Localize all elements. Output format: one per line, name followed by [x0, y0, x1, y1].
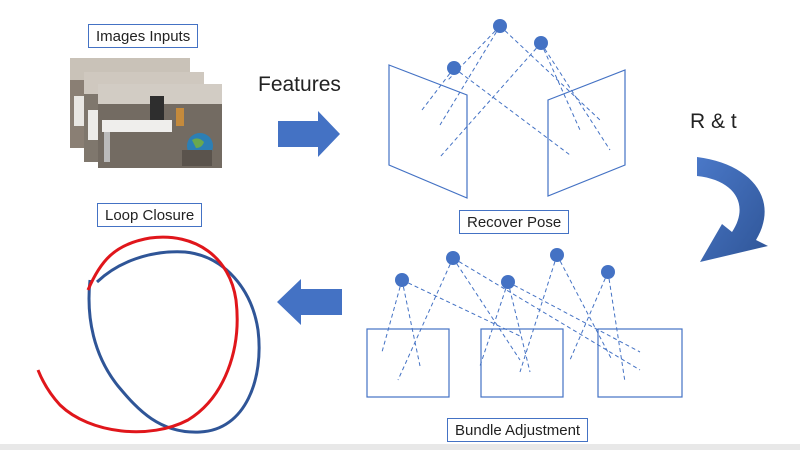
pose-point-2 [534, 36, 548, 50]
curved-arrow-r-and-t [697, 157, 768, 262]
features-label: Features [258, 73, 341, 96]
trajectory-blue [87, 250, 261, 434]
pose-point-1 [493, 19, 507, 33]
ba-point-4 [550, 248, 564, 262]
camera-plane-right [547, 69, 626, 197]
input-images-stack [70, 58, 222, 168]
pose-point-3 [447, 61, 461, 75]
arrow-left-loop [277, 279, 342, 325]
bottom-edge-strip [0, 444, 800, 450]
ba-point-2 [446, 251, 460, 265]
ba-point-5 [601, 265, 615, 279]
loop-closure-label: Loop Closure [97, 203, 203, 227]
bundle-adjustment-label: Bundle Adjustment [447, 418, 589, 442]
r-and-t-label: R & t [690, 110, 737, 133]
camera-plane-left [388, 64, 468, 199]
input-image-front [98, 84, 222, 168]
projection-rays-pose [421, 25, 611, 158]
projection-rays-ba [381, 254, 641, 383]
ba-frame-3 [597, 328, 683, 398]
ba-point-3 [501, 275, 515, 289]
ba-frame-1 [366, 328, 450, 398]
recover-pose-graphic [388, 19, 626, 199]
trajectory-red [36, 235, 239, 434]
arrow-right-features [278, 111, 340, 157]
bundle-adjustment-graphic [366, 248, 683, 398]
recover-pose-label: Recover Pose [459, 210, 570, 234]
ba-point-1 [395, 273, 409, 287]
images-inputs-label: Images Inputs [88, 24, 199, 48]
